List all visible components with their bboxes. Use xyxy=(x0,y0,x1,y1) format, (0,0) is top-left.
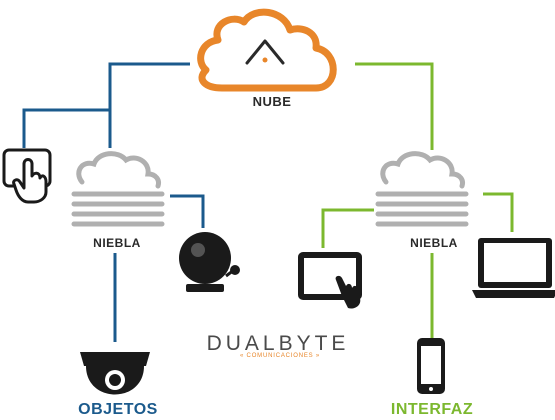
brand-name: DUALBYTE xyxy=(206,332,350,355)
interface-label: INTERFAZ xyxy=(390,401,474,418)
cloud-label: NUBE xyxy=(252,94,292,109)
interface-connectors xyxy=(321,62,514,338)
fog-right-label: NIEBLA xyxy=(410,236,458,250)
touch-reader-icon xyxy=(2,148,52,204)
brand-tagline: « COMUNICACIONES » xyxy=(239,353,321,359)
cloud-icon xyxy=(197,8,337,92)
fog-left-label: NIEBLA xyxy=(93,236,141,250)
bell-icon xyxy=(179,232,240,292)
dome-camera-icon xyxy=(80,352,150,395)
tablet-icon xyxy=(298,252,362,309)
fog-icon xyxy=(71,151,165,227)
objects-connectors xyxy=(22,62,205,342)
fog-icon xyxy=(375,151,469,227)
objects-label: OBJETOS xyxy=(78,401,158,418)
smartphone-icon xyxy=(417,338,445,394)
laptop-icon xyxy=(472,238,555,298)
